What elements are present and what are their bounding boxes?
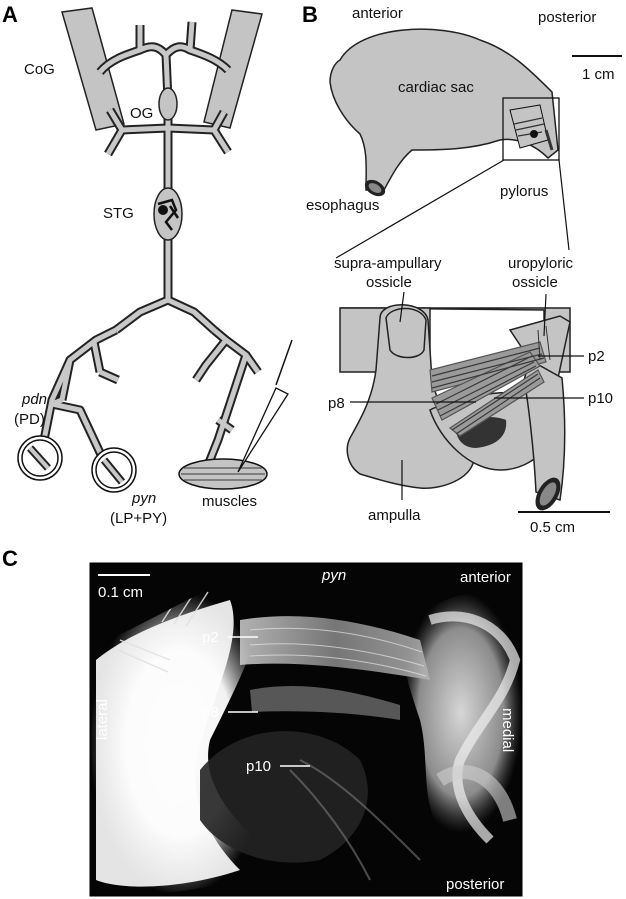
- recording-pipette: [237, 339, 293, 473]
- pylorus-label: pylorus: [500, 183, 548, 200]
- c-anterior-label: anterior: [460, 569, 511, 586]
- c-p10-label: p10: [246, 758, 271, 775]
- cog-left: [61, 7, 125, 131]
- dissection-photo: [90, 563, 522, 896]
- c-posterior-label: posterior: [446, 876, 504, 893]
- zoom-line-right: [558, 159, 570, 251]
- cog-label: CoG: [24, 61, 55, 78]
- cardiac-sac-shape: [329, 28, 559, 197]
- zoom-line-left: [335, 159, 505, 259]
- pyn-label: pyn: [131, 490, 156, 507]
- cog-right: [203, 9, 263, 129]
- esophagus-label: esophagus: [306, 197, 379, 214]
- muscle-bundle: [178, 458, 268, 490]
- b-anterior-label: anterior: [352, 5, 403, 22]
- b-posterior-label: posterior: [538, 9, 596, 26]
- supra-ampullary-label-1: supra-ampullary: [334, 255, 442, 272]
- pd-label: (PD): [14, 411, 45, 428]
- scale-05cm-label: 0.5 cm: [530, 519, 575, 536]
- stg-label: STG: [103, 205, 134, 222]
- panel-b: B: [302, 2, 622, 536]
- pylorus-mini: [509, 104, 554, 151]
- supra-ampullary-leader: [399, 291, 405, 323]
- og-label: OG: [130, 105, 153, 122]
- lp-py-label: (LP+PY): [110, 510, 167, 527]
- panel-a-letter: A: [2, 2, 18, 27]
- c-lateral-label: lateral: [94, 699, 111, 740]
- uropyloric-label-2: ossicle: [512, 274, 558, 291]
- panel-c-letter: C: [2, 546, 18, 571]
- c-p2-label: p2: [202, 629, 219, 646]
- pdn-label: pdn: [21, 391, 47, 408]
- panel-b-letter: B: [302, 2, 318, 27]
- photo-frame: [89, 562, 523, 897]
- supra-ampullary-label-2: ossicle: [366, 274, 412, 291]
- p2-label: p2: [588, 348, 605, 365]
- c-scale-label: 0.1 cm: [98, 584, 143, 601]
- pylorus-inset-box: [502, 97, 560, 161]
- c-p8-label: p8: [202, 704, 219, 721]
- cardiac-sac-label: cardiac sac: [398, 79, 474, 96]
- uropyloric-label-1: uropyloric: [508, 255, 574, 272]
- panel-a: A: [2, 2, 293, 527]
- c-pyn-label: pyn: [321, 567, 346, 584]
- stomatogastric-nerve-tree: [35, 21, 262, 476]
- c-medial-label: medial: [499, 708, 516, 752]
- muscles-label: muscles: [202, 493, 257, 510]
- pylorus-enlarged: [339, 304, 571, 511]
- p8-label: p8: [328, 395, 345, 412]
- ampulla-label: ampulla: [368, 507, 421, 524]
- scale-1cm-label: 1 cm: [582, 66, 615, 83]
- stg-ganglion: [153, 187, 183, 241]
- og-ganglion: [158, 87, 178, 121]
- uropyloric-leader: [543, 293, 547, 337]
- p10-label: p10: [588, 390, 613, 407]
- panel-c: C: [2, 546, 523, 897]
